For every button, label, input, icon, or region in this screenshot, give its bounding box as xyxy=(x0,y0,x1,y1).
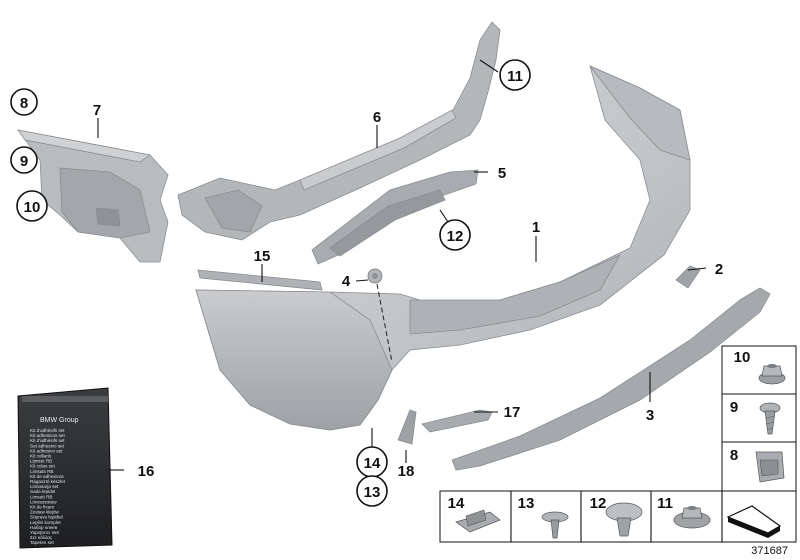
adhesive-kit-bag-part-16: BMW Group xyxy=(17,387,113,549)
kit-bag-line: Yapıştırıcı seti xyxy=(30,530,59,535)
callout-9: 9 xyxy=(10,146,38,174)
clip-nut-icon xyxy=(755,451,785,483)
kit-bag-line: Набор клеев xyxy=(30,525,58,530)
callout-6: 6 xyxy=(373,109,381,126)
svg-text:10: 10 xyxy=(24,199,41,216)
expanding-rivet-icon xyxy=(605,502,643,537)
kit-bag-line: Ragasztó készlet xyxy=(30,479,66,484)
callout-4: 4 xyxy=(342,273,351,290)
callout-2: 2 xyxy=(715,261,723,278)
callout-8: 8 xyxy=(10,88,38,116)
kit-bag-line: Súprava lepidiel xyxy=(30,515,63,520)
screw-icon xyxy=(759,402,781,435)
nut-icon xyxy=(758,364,786,385)
callout-10: 10 xyxy=(16,190,48,222)
kit-bag-line: Limsett RB xyxy=(30,494,52,499)
kit-bag-line: Kit de fixare xyxy=(30,505,55,510)
kit-bag-line: Zestaw klejów xyxy=(30,510,60,515)
kit-bag-line: Limsats RB xyxy=(30,469,54,474)
diffuser-trim-part-3 xyxy=(451,287,771,471)
callout-16: 16 xyxy=(138,463,155,480)
kit-bag-line: Kit d'adhésifs set xyxy=(30,428,65,433)
reflector-part-18 xyxy=(397,409,417,445)
callout-1: 1 xyxy=(532,219,540,236)
panel-label-13: 13 xyxy=(518,495,535,512)
callout-12: 12 xyxy=(439,219,471,251)
callout-7: 7 xyxy=(93,102,101,119)
lower-bracket-part-5 xyxy=(311,169,479,265)
panel-label-12: 12 xyxy=(590,495,607,512)
callout-5: 5 xyxy=(498,165,506,182)
strip-part-17 xyxy=(421,409,493,433)
callout-17: 17 xyxy=(504,404,521,421)
kit-bag-line: Kit adhesivos set xyxy=(30,433,65,438)
callout-14: 14 xyxy=(356,446,388,478)
svg-text:14: 14 xyxy=(364,455,381,472)
bracket-left-part-7 xyxy=(17,129,169,263)
panel-label-10: 10 xyxy=(734,349,751,366)
reinforcement-part-6 xyxy=(177,21,501,241)
trim-strip-part-15 xyxy=(197,269,323,291)
kit-bag-line: Kit adhesivo set xyxy=(30,448,63,453)
diagram-id: 371687 xyxy=(751,545,788,557)
svg-text:9: 9 xyxy=(20,153,28,170)
fastener-panel-side: 10 9 8 xyxy=(721,345,797,492)
clip-part-4 xyxy=(367,268,383,284)
reference-symbol-icon xyxy=(726,505,782,538)
flange-nut-icon xyxy=(673,506,711,529)
callout-11: 11 xyxy=(499,59,531,91)
kit-bag-brand: BMW Group xyxy=(40,417,79,424)
panel-label-9: 9 xyxy=(730,399,738,416)
kit-bag-line: Set adhesivo set xyxy=(30,443,65,448)
kit-bag-line: Kit colas set xyxy=(30,464,55,469)
callout-3: 3 xyxy=(646,407,654,424)
panel-label-11: 11 xyxy=(657,495,673,512)
panel-label-14: 14 xyxy=(448,495,465,512)
callout-18: 18 xyxy=(398,463,415,480)
kit-bag-line: Sada lepidel xyxy=(30,489,55,494)
svg-text:13: 13 xyxy=(364,484,381,501)
kit-bag-line: Tapeten set xyxy=(30,540,54,545)
bumper-cover-part-1 xyxy=(195,65,691,431)
kit-bag-line: Kit collanti xyxy=(30,454,51,459)
svg-text:12: 12 xyxy=(447,228,464,245)
kit-bag-line: Liimasarja set xyxy=(30,484,59,489)
svg-text:8: 8 xyxy=(20,95,28,112)
cover-part-2 xyxy=(675,265,701,289)
kit-bag-line: Limeszestaw xyxy=(30,499,57,504)
panel-label-8: 8 xyxy=(730,447,738,464)
kit-bag-line: Kit de adhesivos xyxy=(30,474,64,479)
dashed-guide-line xyxy=(376,283,393,363)
fastener-panel-bottom: 14 13 12 11 xyxy=(439,490,797,543)
svg-text:11: 11 xyxy=(507,68,523,85)
kit-bag-line: Lepilni komplet xyxy=(30,520,61,525)
callout-13: 13 xyxy=(356,475,388,507)
spring-nut-icon xyxy=(455,509,501,533)
kit-bag-line: Lijmset RB xyxy=(30,459,52,464)
kit-bag-line: Kit d'adhésifs set xyxy=(30,438,65,443)
push-rivet-icon xyxy=(541,511,569,539)
callout-15: 15 xyxy=(254,248,271,265)
kit-bag-line: Σετ κόλλας xyxy=(30,534,53,540)
